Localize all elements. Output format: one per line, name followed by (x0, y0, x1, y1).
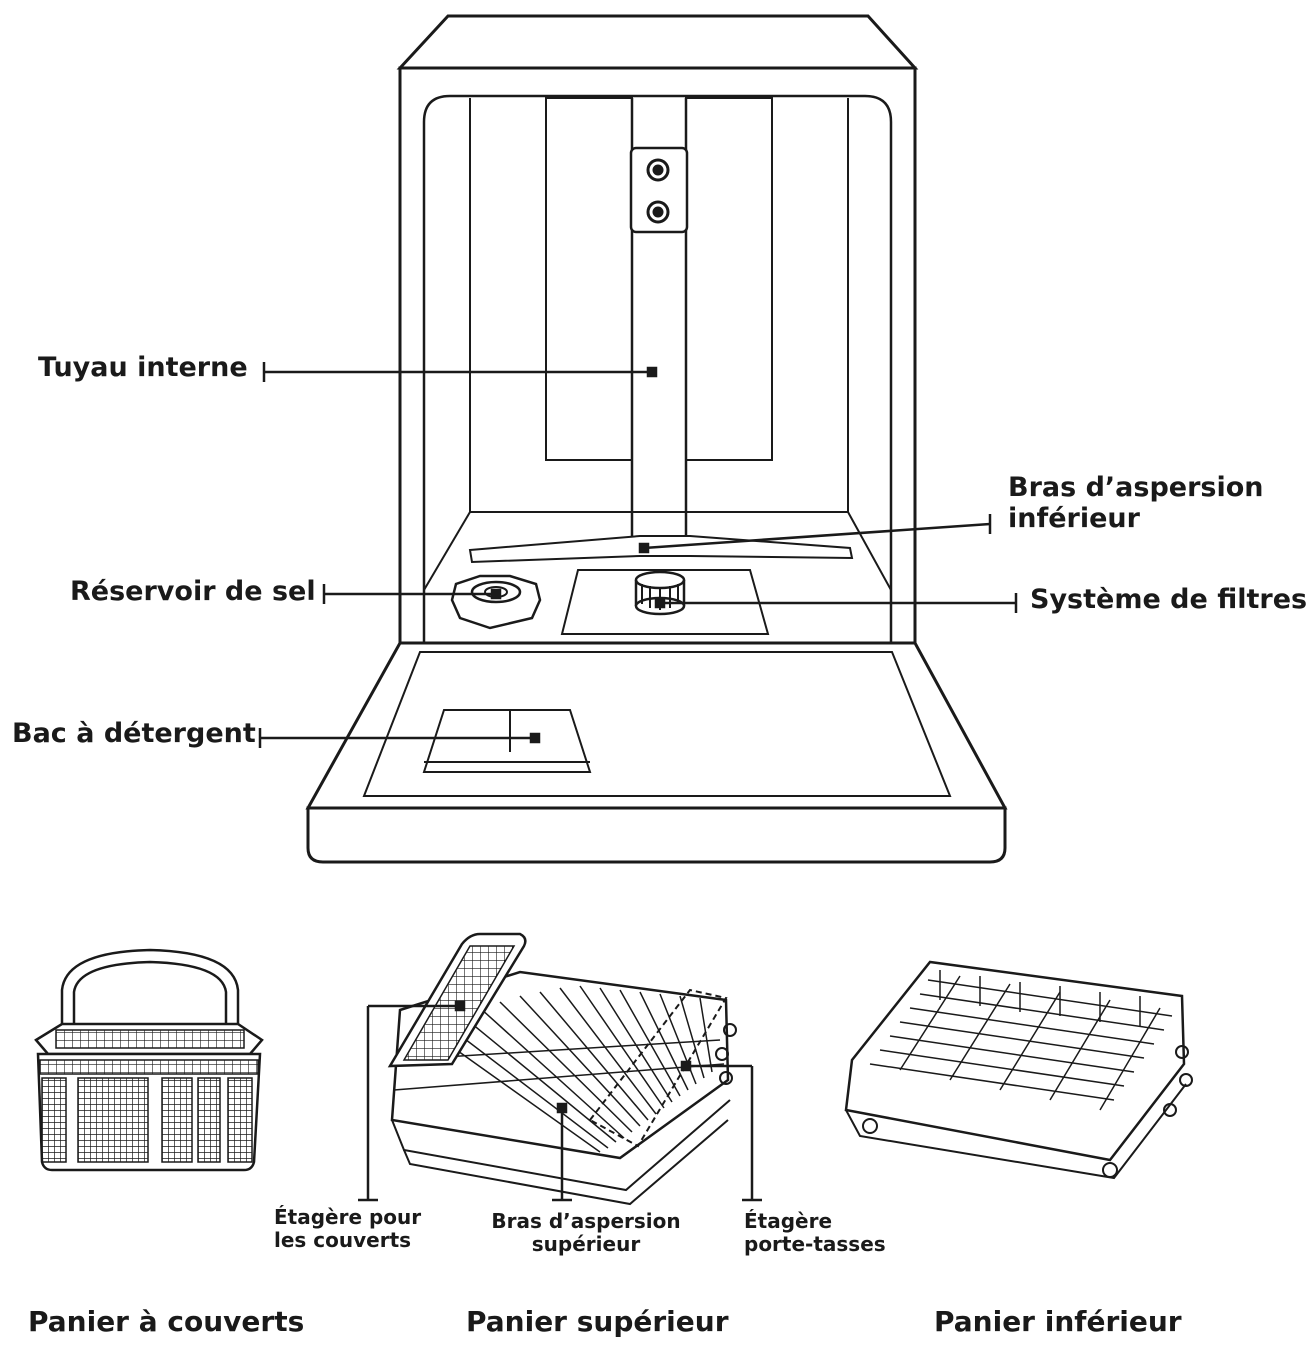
cutlery-basket (34, 948, 264, 1172)
label-bras-aspersion-superieur: Bras d’aspersion supérieur (484, 1210, 688, 1256)
label-etagere-porte-tasses-line2: porte-tasses (744, 1232, 886, 1256)
label-bras-aspersion-superieur-line2: supérieur (531, 1232, 641, 1256)
label-bras-aspersion-inferieur: Bras d’aspersion inférieur (1008, 472, 1264, 534)
upper-basket-callouts (358, 1000, 762, 1202)
label-tuyau-interne: Tuyau interne (38, 352, 248, 383)
label-etagere-porte-tasses: Étagère porte-tasses (744, 1210, 886, 1256)
label-bras-aspersion-inferieur-line1: Bras d’aspersion (1008, 472, 1264, 503)
dishwasher-body (305, 14, 1008, 864)
label-etagere-couverts-line1: Étagère pour (274, 1205, 422, 1229)
label-bac-a-detergent: Bac à détergent (12, 718, 256, 749)
title-panier-inferieur: Panier inférieur (934, 1305, 1182, 1338)
title-panier-superieur: Panier supérieur (466, 1305, 729, 1338)
label-etagere-porte-tasses-line1: Étagère (744, 1209, 833, 1233)
label-bras-aspersion-inferieur-line2: inférieur (1008, 503, 1140, 535)
label-systeme-de-filtres: Système de filtres (1030, 584, 1307, 615)
label-bras-aspersion-superieur-line1: Bras d’aspersion (491, 1209, 681, 1233)
label-etagere-couverts: Étagère pour les couverts (274, 1206, 421, 1252)
label-etagere-couverts-line2: les couverts (274, 1228, 412, 1252)
title-panier-couverts: Panier à couverts (28, 1305, 305, 1338)
callout-lines (258, 362, 1018, 748)
label-reservoir-de-sel: Réservoir de sel (70, 576, 316, 607)
lower-basket (844, 960, 1193, 1180)
